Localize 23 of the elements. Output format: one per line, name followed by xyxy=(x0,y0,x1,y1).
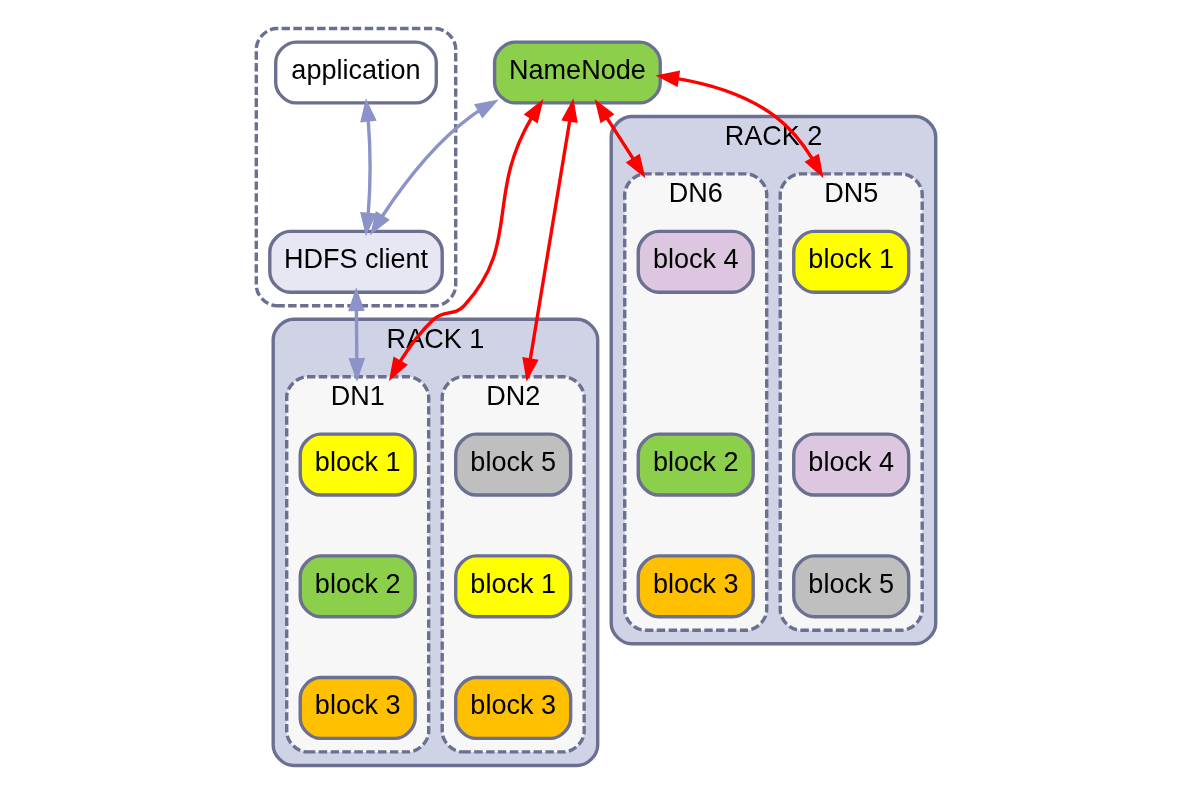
node-box: HDFS client xyxy=(268,229,444,294)
arrow xyxy=(370,99,499,236)
node-box: block 4 xyxy=(792,432,911,497)
node-box: block 3 xyxy=(454,675,573,741)
arrow xyxy=(655,70,824,179)
node-box: block 4 xyxy=(636,229,755,294)
node-box: block 5 xyxy=(454,432,573,497)
node-box: NameNode xyxy=(492,40,662,105)
arrow xyxy=(360,98,377,237)
node-box: block 2 xyxy=(636,432,755,497)
cluster xyxy=(254,26,458,308)
node-box: block 3 xyxy=(298,675,417,741)
arrow xyxy=(348,287,366,382)
node-box: block 2 xyxy=(298,554,417,619)
node-box: block 3 xyxy=(636,554,755,619)
node-box: block 1 xyxy=(298,432,417,497)
arrow xyxy=(388,99,544,382)
node-box: application xyxy=(274,40,438,105)
arrow xyxy=(522,98,578,382)
arrow xyxy=(594,98,646,179)
node-box: block 5 xyxy=(792,554,911,619)
node-box: block 1 xyxy=(792,229,911,294)
node-box: block 1 xyxy=(454,554,573,619)
